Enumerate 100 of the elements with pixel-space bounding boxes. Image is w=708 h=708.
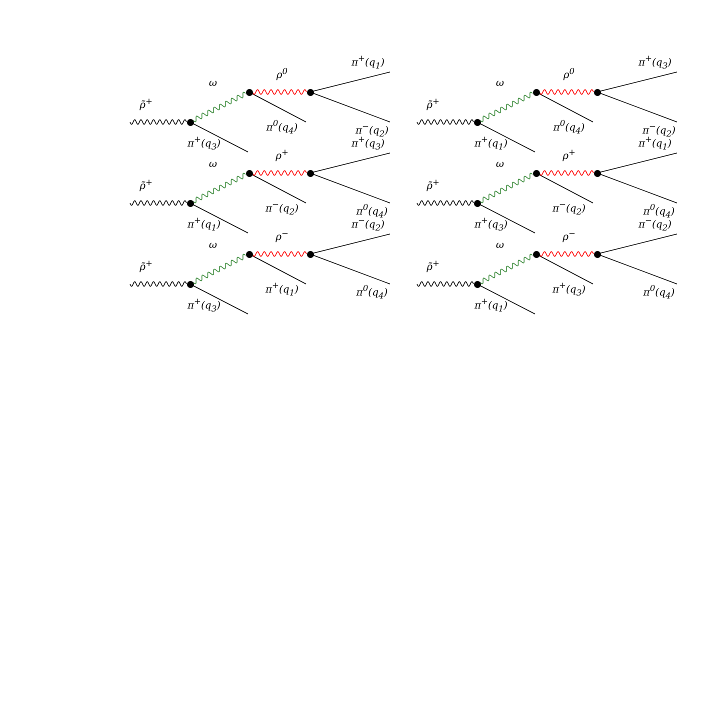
edge-label: ρ̃$^{+}$ [426, 258, 440, 274]
particle-line [480, 123, 536, 152]
edge-label: π$^{+}$(q$_{1}$) [638, 135, 672, 151]
edge-label: ρ̃$^{+}$ [140, 178, 152, 192]
vertex-dot [474, 280, 480, 288]
edge-label: π$^{+}$(q$_{1}$) [474, 297, 508, 313]
wavy-line [416, 119, 474, 125]
wavy-line [130, 281, 187, 287]
wavy-line [539, 170, 594, 176]
edge-label: ω [208, 160, 218, 170]
wavy-line [192, 254, 246, 284]
edge-label: π$^{0}$(q$_{4}$) [553, 119, 585, 135]
vertex-dot [246, 250, 252, 258]
edge-label: π$^{+}$(q$_{1}$) [351, 54, 385, 70]
edge-label: ω [496, 160, 504, 170]
wavy-line [252, 170, 307, 176]
vertex-dot [532, 170, 540, 176]
edge-label: ρ$^{+}$ [276, 148, 288, 162]
edge-label: π$^{−}$(q$_{2}$) [351, 216, 385, 232]
edge-label: π$^{0}$(q$_{4}$) [643, 284, 675, 300]
edge-label: π$^{0}$(q$_{4}$) [266, 119, 298, 135]
particle-line [192, 204, 248, 234]
edge-label: π$^{−}$(q$_{2}$) [642, 122, 676, 138]
particle-line [480, 204, 536, 234]
edge-label: ρ̃$^{+}$ [426, 96, 440, 112]
particle-line [600, 72, 678, 92]
edge-label: ω [208, 241, 218, 251]
wavy-line [252, 89, 307, 95]
wavy-line [130, 119, 187, 125]
edge-label: ρ̃$^{+}$ [140, 258, 152, 274]
edge-label: ρ$^{−}$ [276, 228, 288, 244]
wavy-line [480, 254, 533, 284]
particle-line [480, 285, 536, 314]
vertex-dot [186, 200, 194, 206]
particle-line [600, 234, 678, 254]
wavy-line [416, 200, 474, 206]
edge-label: π$^{+}$(q$_{1}$) [187, 216, 221, 232]
edge-label: π$^{−}$(q$_{2}$) [638, 216, 672, 232]
wavy-line [480, 172, 533, 204]
edge-label: ω [208, 79, 218, 89]
particle-line [600, 92, 678, 122]
particle-line [252, 174, 306, 204]
particle-line [313, 234, 390, 254]
edge-label: π$^{+}$(q$_{1}$) [474, 135, 508, 151]
vertex-dot [532, 88, 540, 96]
particle-line [192, 123, 248, 152]
edge-label: π$^{+}$(q$_{3}$) [638, 54, 672, 70]
edge-label: π$^{0}$(q$_{4}$) [356, 284, 388, 300]
edge-label: ρ$^{0}$ [276, 66, 288, 82]
wavy-line [416, 281, 474, 287]
edge-label: π$^{−}$(q$_{2}$) [265, 200, 299, 216]
vertex-dot [186, 280, 194, 288]
edge-label: π$^{+}$(q$_{3}$) [351, 135, 385, 151]
edge-label: π$^{+}$(q$_{3}$) [552, 281, 586, 297]
edge-label: ρ$^{−}$ [562, 228, 576, 244]
vertex-dot [246, 88, 252, 96]
vertex-dot [306, 88, 314, 96]
particle-line [312, 254, 390, 284]
vertex-dot [306, 170, 314, 176]
edge-label: ρ̃$^{+}$ [426, 178, 440, 192]
edge-label: π$^{0}$(q$_{4}$) [643, 203, 675, 219]
edge-label: π$^{+}$(q$_{3}$) [187, 135, 221, 151]
edge-label: π$^{+}$(q$_{3}$) [187, 297, 221, 313]
particle-line [252, 255, 306, 284]
vertex-dot [474, 200, 480, 206]
wavy-line [130, 200, 187, 206]
wavy-line [539, 89, 594, 95]
particle-line [312, 92, 390, 122]
vertex-dot [594, 250, 600, 258]
particle-line [538, 255, 594, 284]
particle-line [312, 174, 390, 204]
particle-line [600, 254, 678, 284]
wavy-line [539, 251, 594, 257]
wavy-line [252, 251, 307, 257]
particle-line [313, 152, 390, 173]
edge-label: ω [496, 79, 504, 89]
edge-label: π$^{−}$(q$_{2}$) [355, 122, 389, 138]
edge-label: π$^{0}$(q$_{4}$) [356, 203, 388, 219]
vertex-dot [594, 170, 600, 176]
particle-line [538, 174, 594, 204]
particle-line [313, 72, 390, 92]
vertex-dot [186, 118, 194, 126]
edge-label: ρ̃$^{+}$ [140, 96, 152, 112]
edge-label: ρ$^{0}$ [563, 66, 575, 82]
particle-line [252, 93, 306, 122]
particle-line [600, 152, 678, 173]
vertex-dot [532, 250, 540, 258]
vertex-dot [594, 88, 600, 96]
vertex-dot [246, 170, 252, 176]
particle-line [538, 93, 594, 122]
particle-line [192, 285, 248, 314]
vertex-dot [306, 250, 314, 258]
edge-label: π$^{+}$(q$_{1}$) [265, 281, 299, 297]
particle-line [600, 174, 678, 204]
vertex-dot [474, 118, 480, 126]
wavy-line [192, 92, 246, 122]
wavy-line [192, 172, 246, 204]
edge-label: ρ$^{+}$ [562, 148, 576, 162]
wavy-line [480, 92, 533, 122]
edge-label: π$^{−}$(q$_{2}$) [552, 200, 586, 216]
